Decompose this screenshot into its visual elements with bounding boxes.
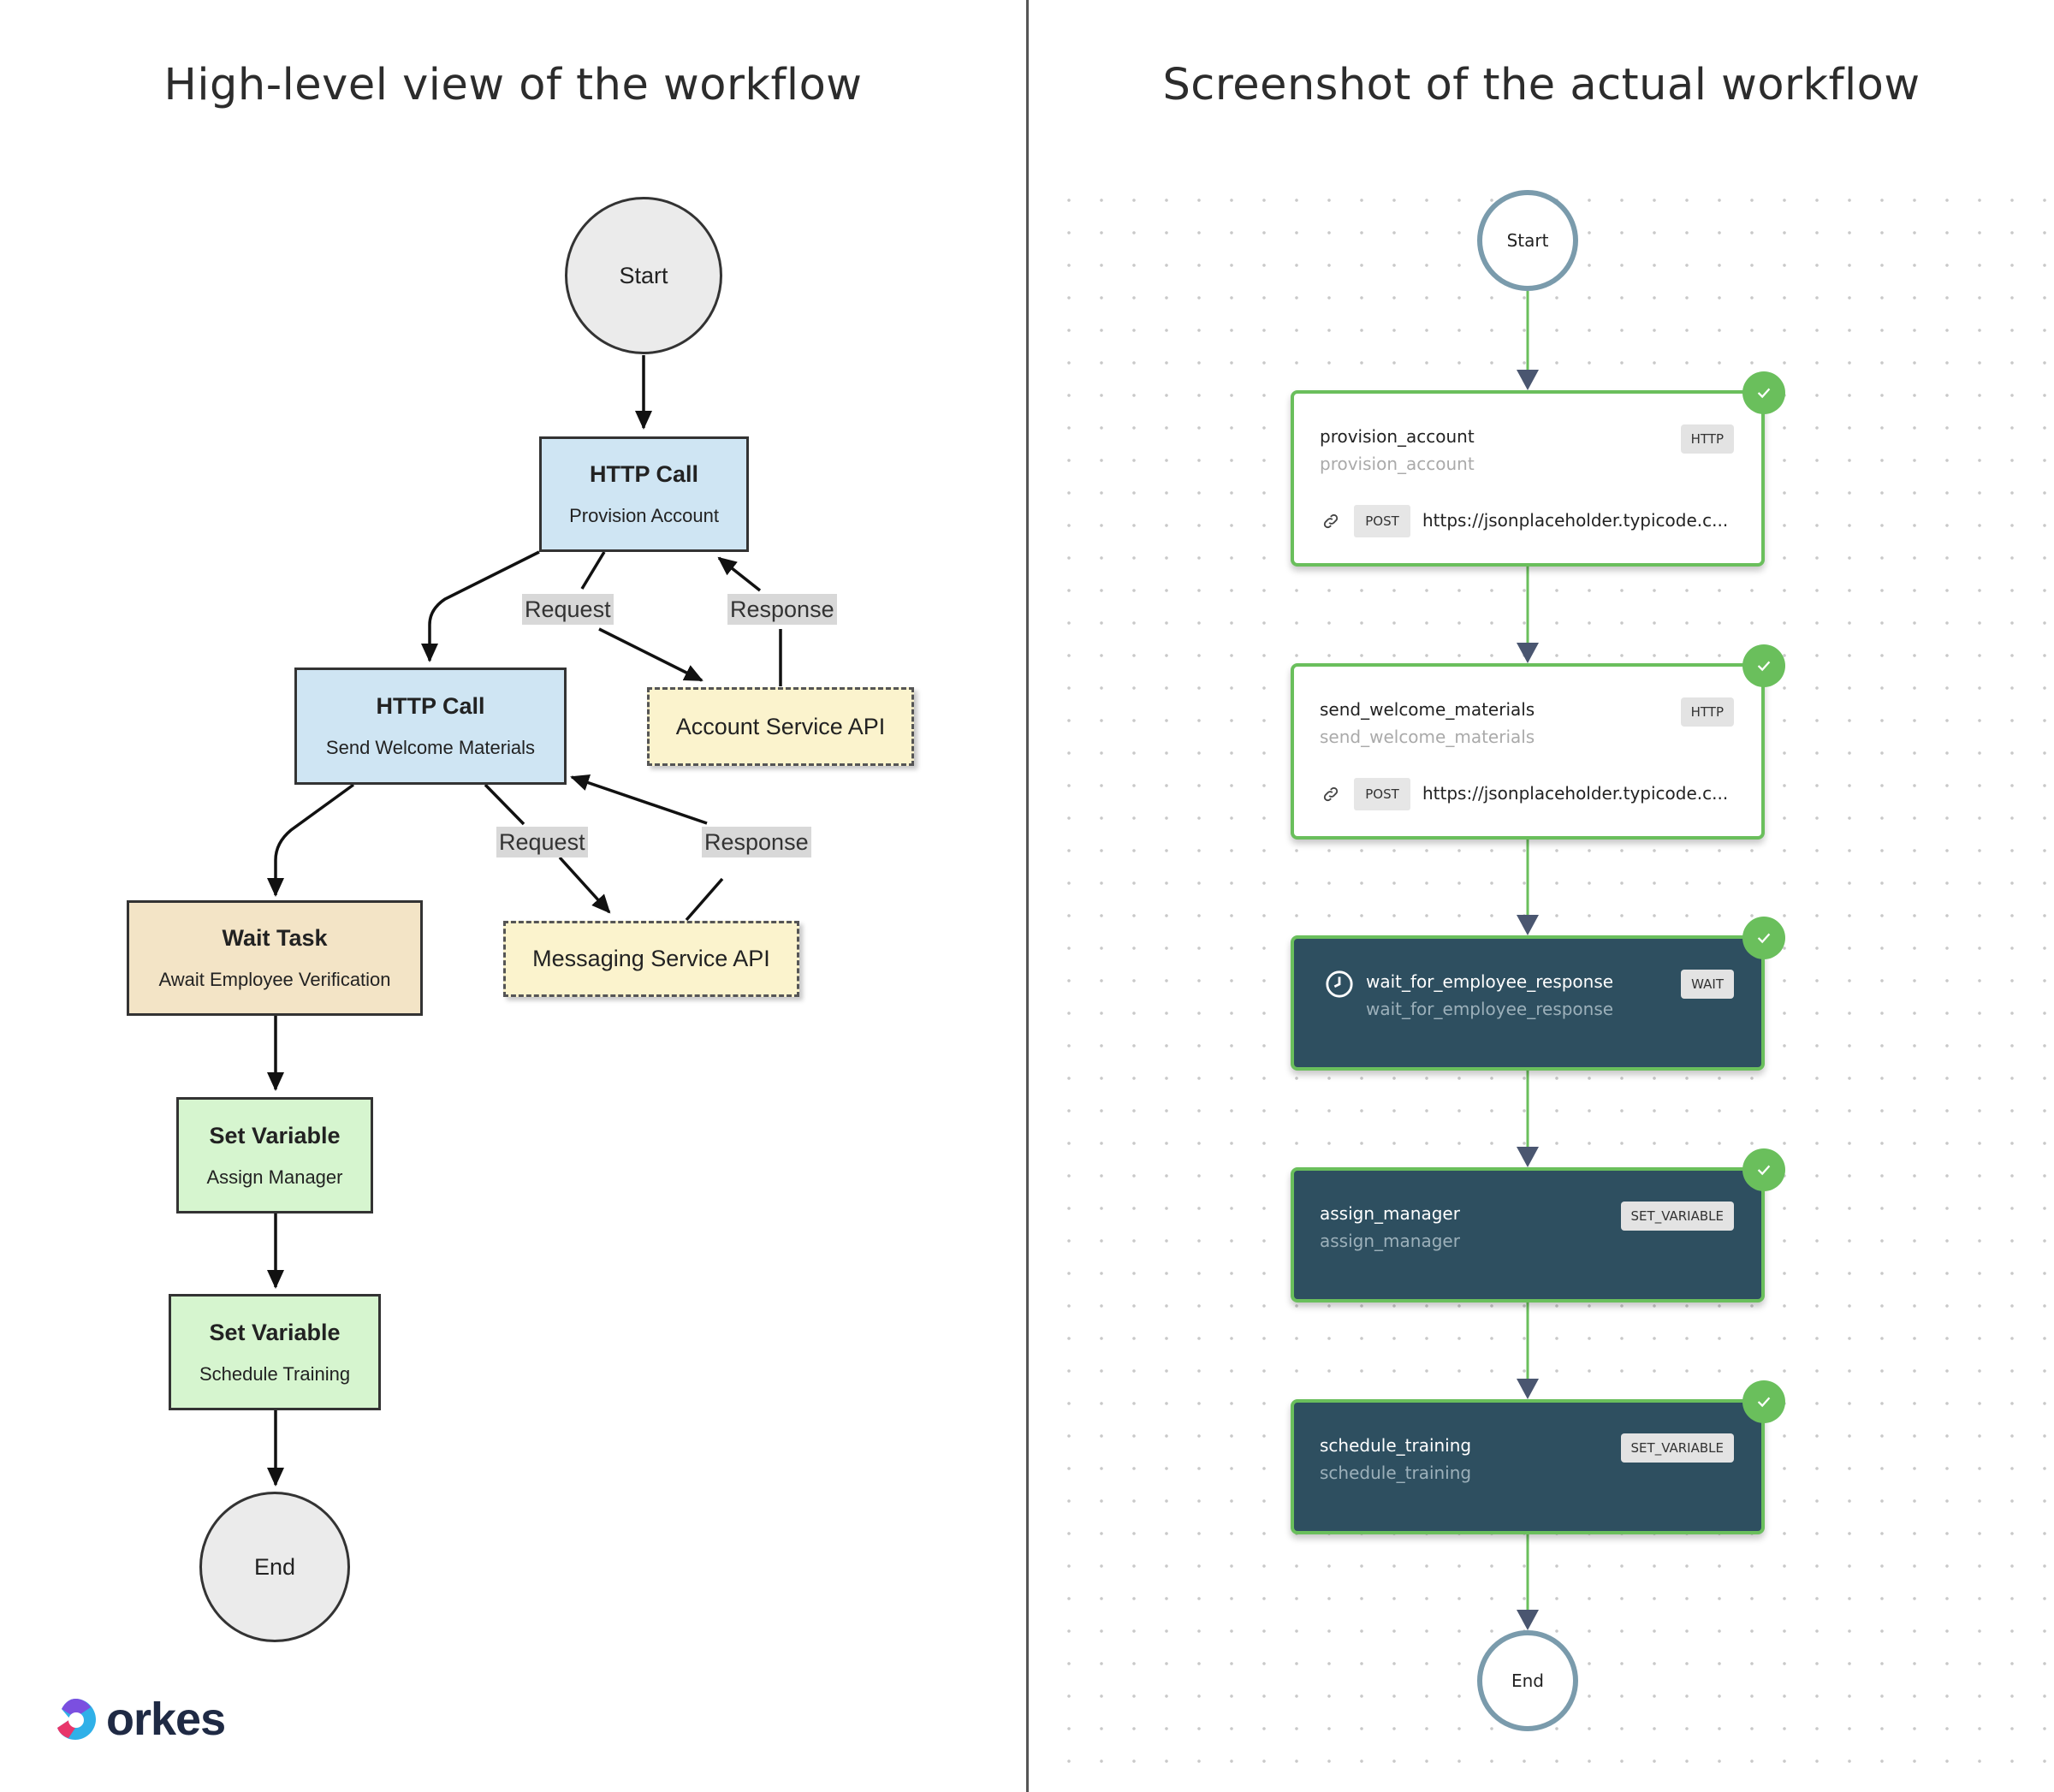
orkes-logo-icon bbox=[57, 1699, 96, 1740]
check-icon bbox=[1742, 1148, 1785, 1191]
node-title: Set Variable bbox=[209, 1319, 341, 1345]
edge-request-account bbox=[580, 551, 702, 680]
node-title: Set Variable bbox=[209, 1122, 341, 1148]
check-icon bbox=[1742, 1380, 1785, 1423]
node-subtitle: Await Employee Verification bbox=[158, 969, 391, 990]
end-node: End bbox=[199, 1492, 350, 1642]
provision-account-node: HTTP Call Provision Account bbox=[539, 436, 749, 552]
clock-icon bbox=[1326, 970, 1353, 998]
node-subtitle: Assign Manager bbox=[206, 1166, 343, 1188]
arrow-to-assign bbox=[1517, 1147, 1539, 1167]
wait-task-node: Wait Task Await Employee Verification bbox=[127, 900, 423, 1016]
http-method-badge: POST bbox=[1354, 505, 1410, 537]
task-schedule-training[interactable]: schedule_training schedule_training SET_… bbox=[1291, 1380, 1785, 1534]
start-node: Start bbox=[565, 197, 722, 354]
task-ref: schedule_training bbox=[1320, 1463, 1472, 1483]
arrow-to-provision bbox=[1517, 370, 1539, 390]
task-assign-manager[interactable]: assign_manager assign_manager SET_VARIAB… bbox=[1291, 1148, 1785, 1302]
node-subtitle: Provision Account bbox=[569, 505, 719, 526]
check-icon bbox=[1742, 371, 1785, 414]
edge-provision-to-send bbox=[421, 550, 540, 662]
task-wait-for-employee-response[interactable]: wait_for_employee_response wait_for_empl… bbox=[1291, 917, 1785, 1071]
task-ref: assign_manager bbox=[1320, 1231, 1460, 1251]
task-type-badge: HTTP bbox=[1680, 424, 1734, 454]
workflow-start-node[interactable]: Start bbox=[1477, 190, 1578, 291]
assign-manager-node: Set Variable Assign Manager bbox=[176, 1097, 373, 1213]
arrow-to-send bbox=[1517, 643, 1539, 663]
arrow-to-end bbox=[1517, 1610, 1539, 1630]
messaging-service-api-node: Messaging Service API bbox=[503, 921, 799, 997]
response-label: Response bbox=[702, 827, 811, 857]
http-method-badge: POST bbox=[1354, 778, 1410, 810]
task-name: wait_for_employee_response bbox=[1366, 971, 1614, 992]
node-subtitle: Schedule Training bbox=[199, 1362, 351, 1385]
edge-send-to-wait bbox=[267, 783, 355, 897]
node-title: HTTP Call bbox=[376, 693, 485, 719]
task-url: https://jsonplaceholder.typicode.c... bbox=[1422, 510, 1729, 531]
task-ref: wait_for_employee_response bbox=[1366, 999, 1614, 1019]
right-panel-title: Screenshot of the actual workflow bbox=[1162, 60, 1920, 110]
request-label: Request bbox=[522, 594, 614, 625]
send-welcome-materials-node: HTTP Call Send Welcome Materials bbox=[294, 668, 567, 785]
task-name: send_welcome_materials bbox=[1320, 699, 1535, 720]
task-name: provision_account bbox=[1320, 426, 1475, 447]
edge-response-messaging bbox=[572, 777, 724, 922]
right-diagram-edges bbox=[1517, 291, 1539, 1630]
task-type-badge: WAIT bbox=[1681, 970, 1734, 999]
arrow-to-schedule bbox=[1517, 1379, 1539, 1399]
task-ref: send_welcome_materials bbox=[1320, 727, 1535, 747]
link-icon bbox=[1323, 786, 1339, 802]
task-type-badge: SET_VARIABLE bbox=[1620, 1202, 1734, 1231]
task-name: schedule_training bbox=[1320, 1435, 1472, 1456]
check-icon bbox=[1742, 644, 1785, 687]
request-label: Request bbox=[496, 827, 588, 857]
task-name: assign_manager bbox=[1320, 1203, 1460, 1224]
check-icon bbox=[1742, 917, 1785, 959]
panel-divider bbox=[1026, 0, 1029, 1792]
orkes-logo-text: orkes bbox=[106, 1694, 226, 1745]
orkes-logo: orkes bbox=[50, 1693, 226, 1746]
node-title: Wait Task bbox=[222, 925, 328, 951]
link-icon bbox=[1323, 513, 1339, 529]
left-panel-title: High-level view of the workflow bbox=[163, 60, 863, 110]
task-type-badge: HTTP bbox=[1680, 697, 1734, 727]
left-diagram-edges bbox=[267, 355, 782, 1486]
task-ref: provision_account bbox=[1320, 454, 1475, 474]
edge-request-messaging bbox=[484, 783, 609, 912]
task-send-welcome-materials[interactable]: send_welcome_materials send_welcome_mate… bbox=[1291, 644, 1785, 840]
account-service-api-node: Account Service API bbox=[647, 687, 914, 766]
arrow-to-wait bbox=[1517, 915, 1539, 935]
node-subtitle: Send Welcome Materials bbox=[325, 737, 536, 758]
node-title: HTTP Call bbox=[589, 461, 699, 487]
response-label: Response bbox=[727, 594, 837, 625]
task-type-badge: SET_VARIABLE bbox=[1620, 1433, 1734, 1463]
task-provision-account[interactable]: provision_account provision_account HTTP… bbox=[1291, 371, 1785, 567]
schedule-training-node: Set Variable Schedule Training bbox=[169, 1294, 381, 1410]
edge-response-account bbox=[719, 558, 782, 686]
workflow-end-node[interactable]: End bbox=[1477, 1630, 1578, 1731]
task-url: https://jsonplaceholder.typicode.c... bbox=[1422, 783, 1729, 804]
